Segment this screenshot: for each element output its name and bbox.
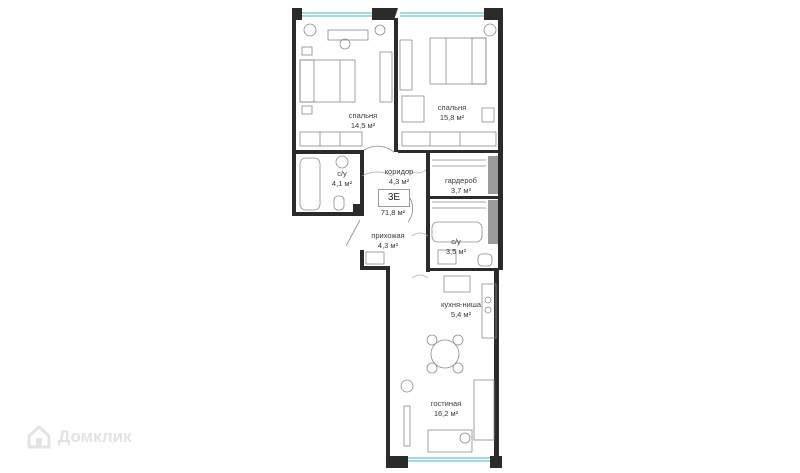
room-name: коридор <box>384 167 414 176</box>
bed-icon-2 <box>429 37 487 85</box>
room-label-hall: прихожая 4,3 м² <box>371 231 404 251</box>
room-label-kitchen: кухня-ниша 5,4 м² <box>441 300 481 320</box>
furniture <box>299 23 497 453</box>
room-name: гардероб <box>445 176 477 185</box>
room-name: прихожая <box>371 231 405 240</box>
room-label-bedroom-1: спальня 14,5 м² <box>349 111 377 131</box>
room-name: спальня <box>348 111 378 120</box>
plant-icon-3 <box>400 379 414 393</box>
apartment-code: 3E <box>378 189 410 207</box>
bed-icon <box>299 59 356 103</box>
bathtub-icon <box>299 157 321 211</box>
doors <box>361 169 429 279</box>
room-name: гостиная <box>430 399 462 408</box>
toilet-icon <box>333 195 345 211</box>
room-name: спальня <box>437 103 467 112</box>
room-area: 3,5 м² <box>445 247 467 256</box>
room-area: 4,1 м² <box>331 179 353 188</box>
room-area: 5,4 м² <box>450 310 472 319</box>
room-area: 15,8 м² <box>439 113 465 122</box>
plant-icon-2 <box>483 23 497 37</box>
room-area: 4,3 м² <box>377 241 399 250</box>
bathtub-icon-2 <box>431 221 483 243</box>
room-label-bedroom-2: спальня 15,8 м² <box>438 103 466 123</box>
room-label-living: гостиная 16,2 м² <box>431 399 462 419</box>
room-label-bathroom-2: с/у 3,5 м² <box>446 237 466 257</box>
room-label-corridor: коридор 4,3 м² <box>385 167 414 187</box>
plant-icon <box>303 23 317 37</box>
room-name: кухня-ниша <box>440 300 482 309</box>
sofa-icon <box>473 379 495 441</box>
apartment-area: 71,8 м² <box>380 208 406 217</box>
room-area: 14,5 м² <box>350 121 376 130</box>
house-logo-icon <box>27 424 51 449</box>
room-name: с/у <box>337 169 347 178</box>
room-label-wardrobe: гардероб 3,7 м² <box>445 176 477 196</box>
dining-table-icon <box>430 339 460 369</box>
room-area: 3,7 м² <box>450 186 472 195</box>
wardrobe-shelves <box>488 156 498 244</box>
toilet-icon-2 <box>477 253 493 267</box>
walls <box>292 8 503 468</box>
sink-icon <box>335 155 349 169</box>
watermark: Домклик <box>26 424 132 450</box>
room-area: 16,2 м² <box>433 409 459 418</box>
watermark-text: Домклик <box>58 427 132 446</box>
room-area: 4,3 м² <box>388 177 410 186</box>
room-label-bathroom-1: с/у 4,1 м² <box>332 169 352 189</box>
sink-icon-2 <box>437 249 457 265</box>
windows <box>302 12 490 462</box>
room-name: с/у <box>451 237 461 246</box>
